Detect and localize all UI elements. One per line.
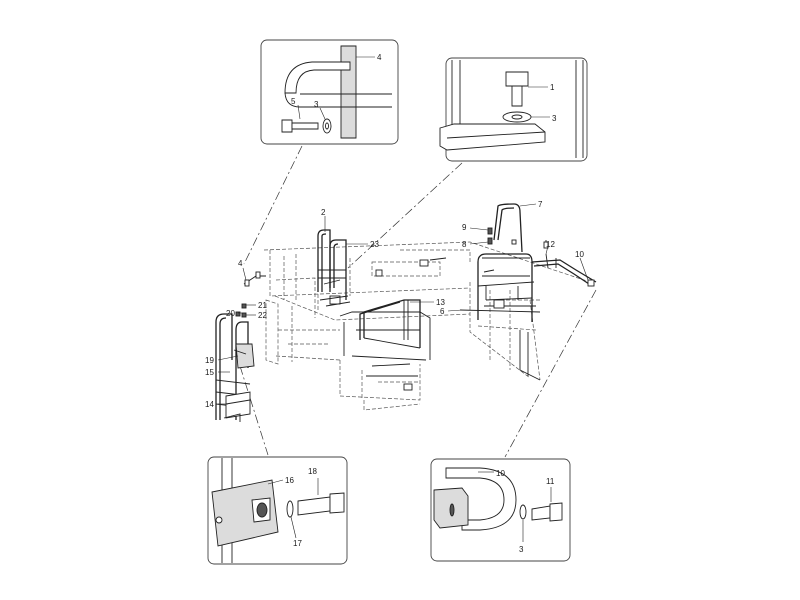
callout-3: 3	[314, 100, 319, 109]
callout-15: 15	[205, 368, 214, 377]
callout-16: 16	[285, 476, 294, 485]
callout-17: 17	[293, 539, 302, 548]
callout-21: 21	[258, 301, 267, 310]
callout-7: 7	[538, 200, 543, 209]
callout-11: 11	[546, 477, 555, 486]
callout-23: 23	[370, 240, 379, 249]
callout-8: 8	[462, 240, 467, 249]
callout-4: 4	[238, 259, 243, 268]
callout-18: 18	[308, 467, 317, 476]
main-assembly	[215, 203, 597, 422]
callout-14: 14	[205, 400, 214, 409]
main-callouts: 2 23 4 21 20 22 13 19 15 14 7 9	[205, 200, 589, 409]
callout-3: 3	[552, 114, 557, 123]
callout-4: 4	[377, 53, 382, 62]
callout-6: 6	[440, 307, 445, 316]
detail-top-left: 4 5 3	[260, 39, 399, 145]
callout-5: 5	[291, 97, 296, 106]
callout-3: 3	[519, 545, 524, 554]
callout-1: 1	[550, 83, 555, 92]
callout-10: 10	[575, 250, 584, 259]
detail-bottom-left: 16 17 18	[207, 456, 348, 565]
callout-9: 9	[462, 223, 467, 232]
callout-10: 10	[496, 469, 505, 478]
callout-2: 2	[321, 208, 326, 217]
callout-13: 13	[436, 298, 445, 307]
detail-bottom-right: 10 11 3	[430, 458, 571, 562]
callout-22: 22	[258, 311, 267, 320]
detail-reference-lines	[239, 145, 597, 458]
callout-19: 19	[205, 356, 214, 365]
callout-12: 12	[546, 240, 555, 249]
callout-20: 20	[226, 309, 235, 318]
detail-top-right: 1 3	[439, 57, 588, 162]
